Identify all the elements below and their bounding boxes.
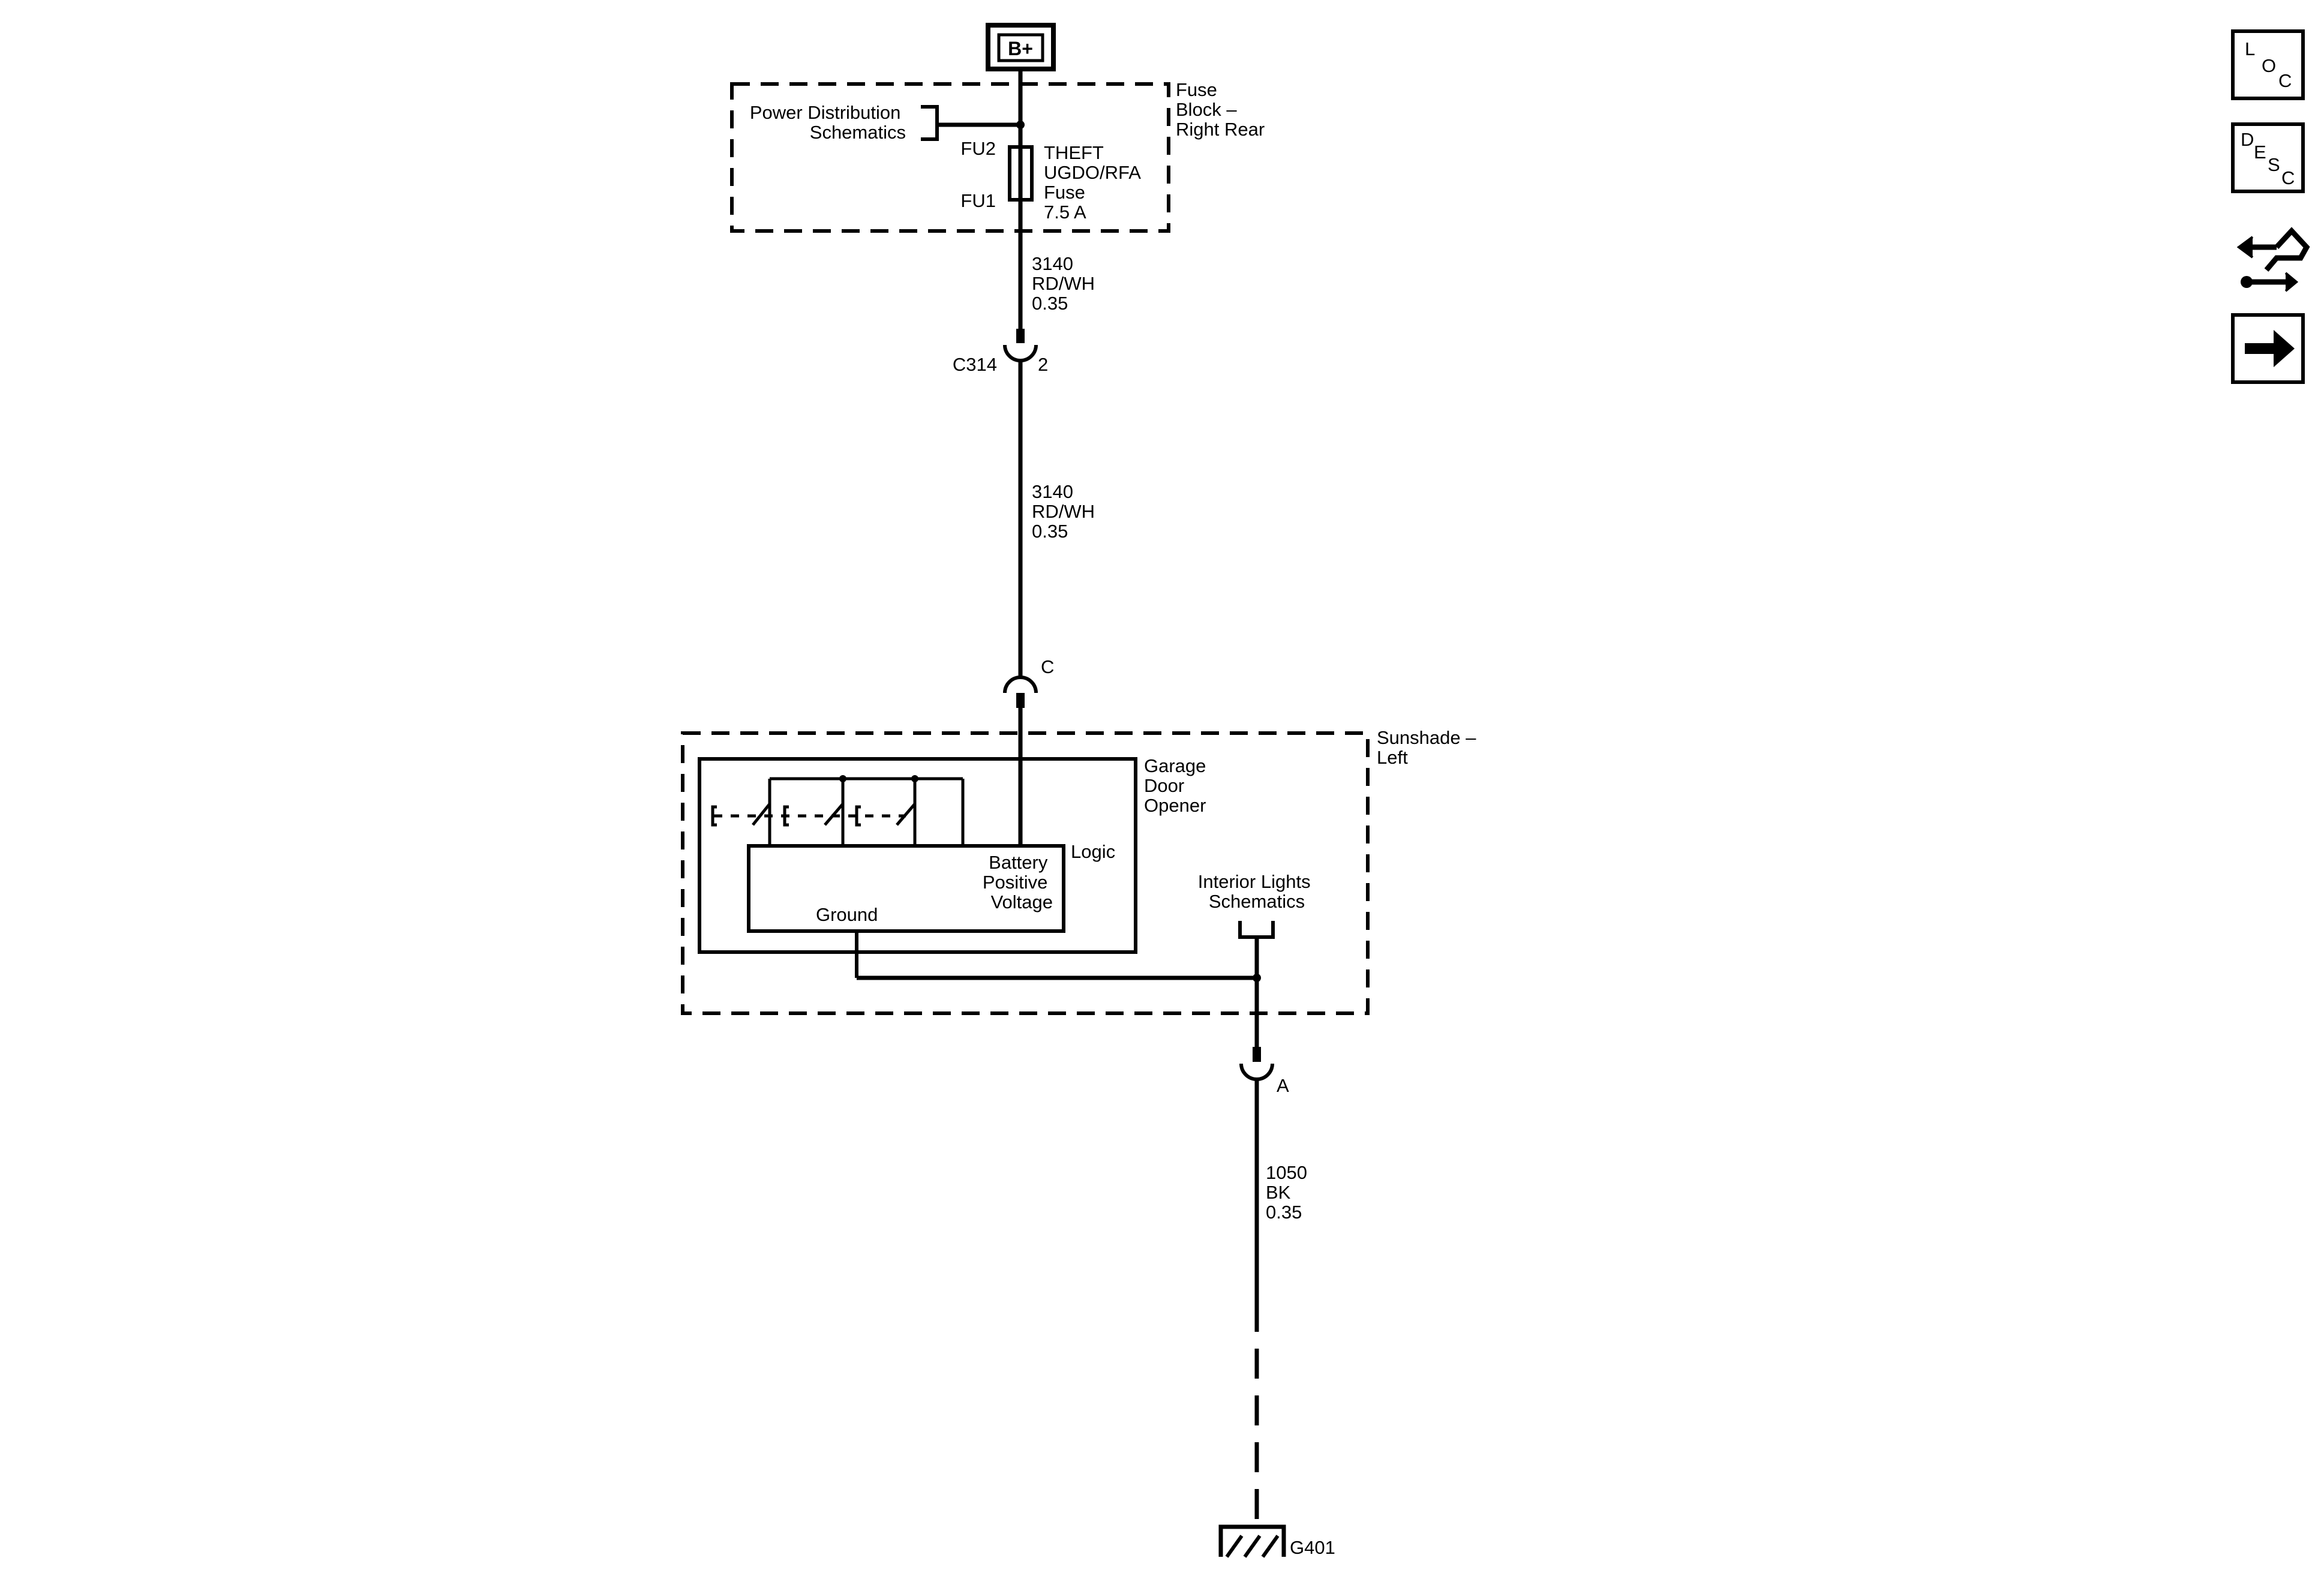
connector-c-symbol — [1003, 676, 1038, 694]
desc-letter-d: D — [2241, 129, 2254, 150]
sunshade-outline — [681, 731, 1370, 1015]
desc-letter-e: E — [2254, 142, 2266, 163]
logic-box — [747, 844, 1065, 933]
interior-lights-link[interactable]: Interior Lights Schematics — [1198, 871, 1316, 912]
sunshade-name: Sunshade – Left — [1377, 727, 1481, 768]
connector-c-pin: C — [1041, 656, 1054, 677]
connector-c314-label: C314 — [953, 354, 997, 375]
ground-label: Ground — [816, 904, 878, 925]
battery-positive-label: B+ — [1008, 38, 1033, 59]
fuse-block-name: Fuse Block – Right Rear — [1176, 79, 1265, 140]
fu1-label: FU1 — [960, 190, 996, 211]
connector-a-symbol — [1239, 1063, 1274, 1081]
desc-letter-c: C — [2281, 167, 2295, 188]
connector-c314-symbol — [1003, 344, 1038, 362]
desc-button[interactable] — [2231, 122, 2305, 193]
wire-1050-label: 1050 BK 0.35 — [1266, 1162, 1313, 1223]
wire-3140-upper-label: 3140 RD/WH 0.35 — [1032, 253, 1100, 314]
battery-positive-voltage-label: Battery Positive Voltage — [983, 852, 1053, 912]
garage-door-opener-name: Garage Door Opener — [1144, 755, 1211, 816]
loc-letter-o: O — [2262, 55, 2276, 76]
fuse-description: THEFT UGDO/RFA Fuse 7.5 A — [1044, 142, 1145, 223]
loc-button[interactable] — [2231, 29, 2305, 100]
arrow-right-icon — [2245, 330, 2295, 367]
wire-3140-lower-label: 3140 RD/WH 0.35 — [1032, 481, 1100, 542]
garage-door-opener-box — [698, 757, 1137, 954]
ground-g401-label: G401 — [1290, 1537, 1335, 1558]
desc-letter-s: S — [2268, 154, 2280, 175]
next-button[interactable] — [2231, 313, 2305, 384]
fu2-label: FU2 — [960, 138, 996, 159]
logic-label: Logic — [1071, 841, 1115, 862]
ground-g401-symbol — [1218, 1524, 1286, 1558]
exchange-icon[interactable] — [2236, 227, 2310, 292]
fuse-block-outline — [730, 82, 1170, 233]
loc-letter-c: C — [2278, 70, 2292, 91]
power-distribution-link[interactable]: Power Distribution Schematics — [750, 102, 906, 143]
connector-a-pin: A — [1277, 1075, 1289, 1096]
connector-c314-pin: 2 — [1038, 354, 1048, 375]
loc-letter-l: L — [2245, 38, 2255, 59]
